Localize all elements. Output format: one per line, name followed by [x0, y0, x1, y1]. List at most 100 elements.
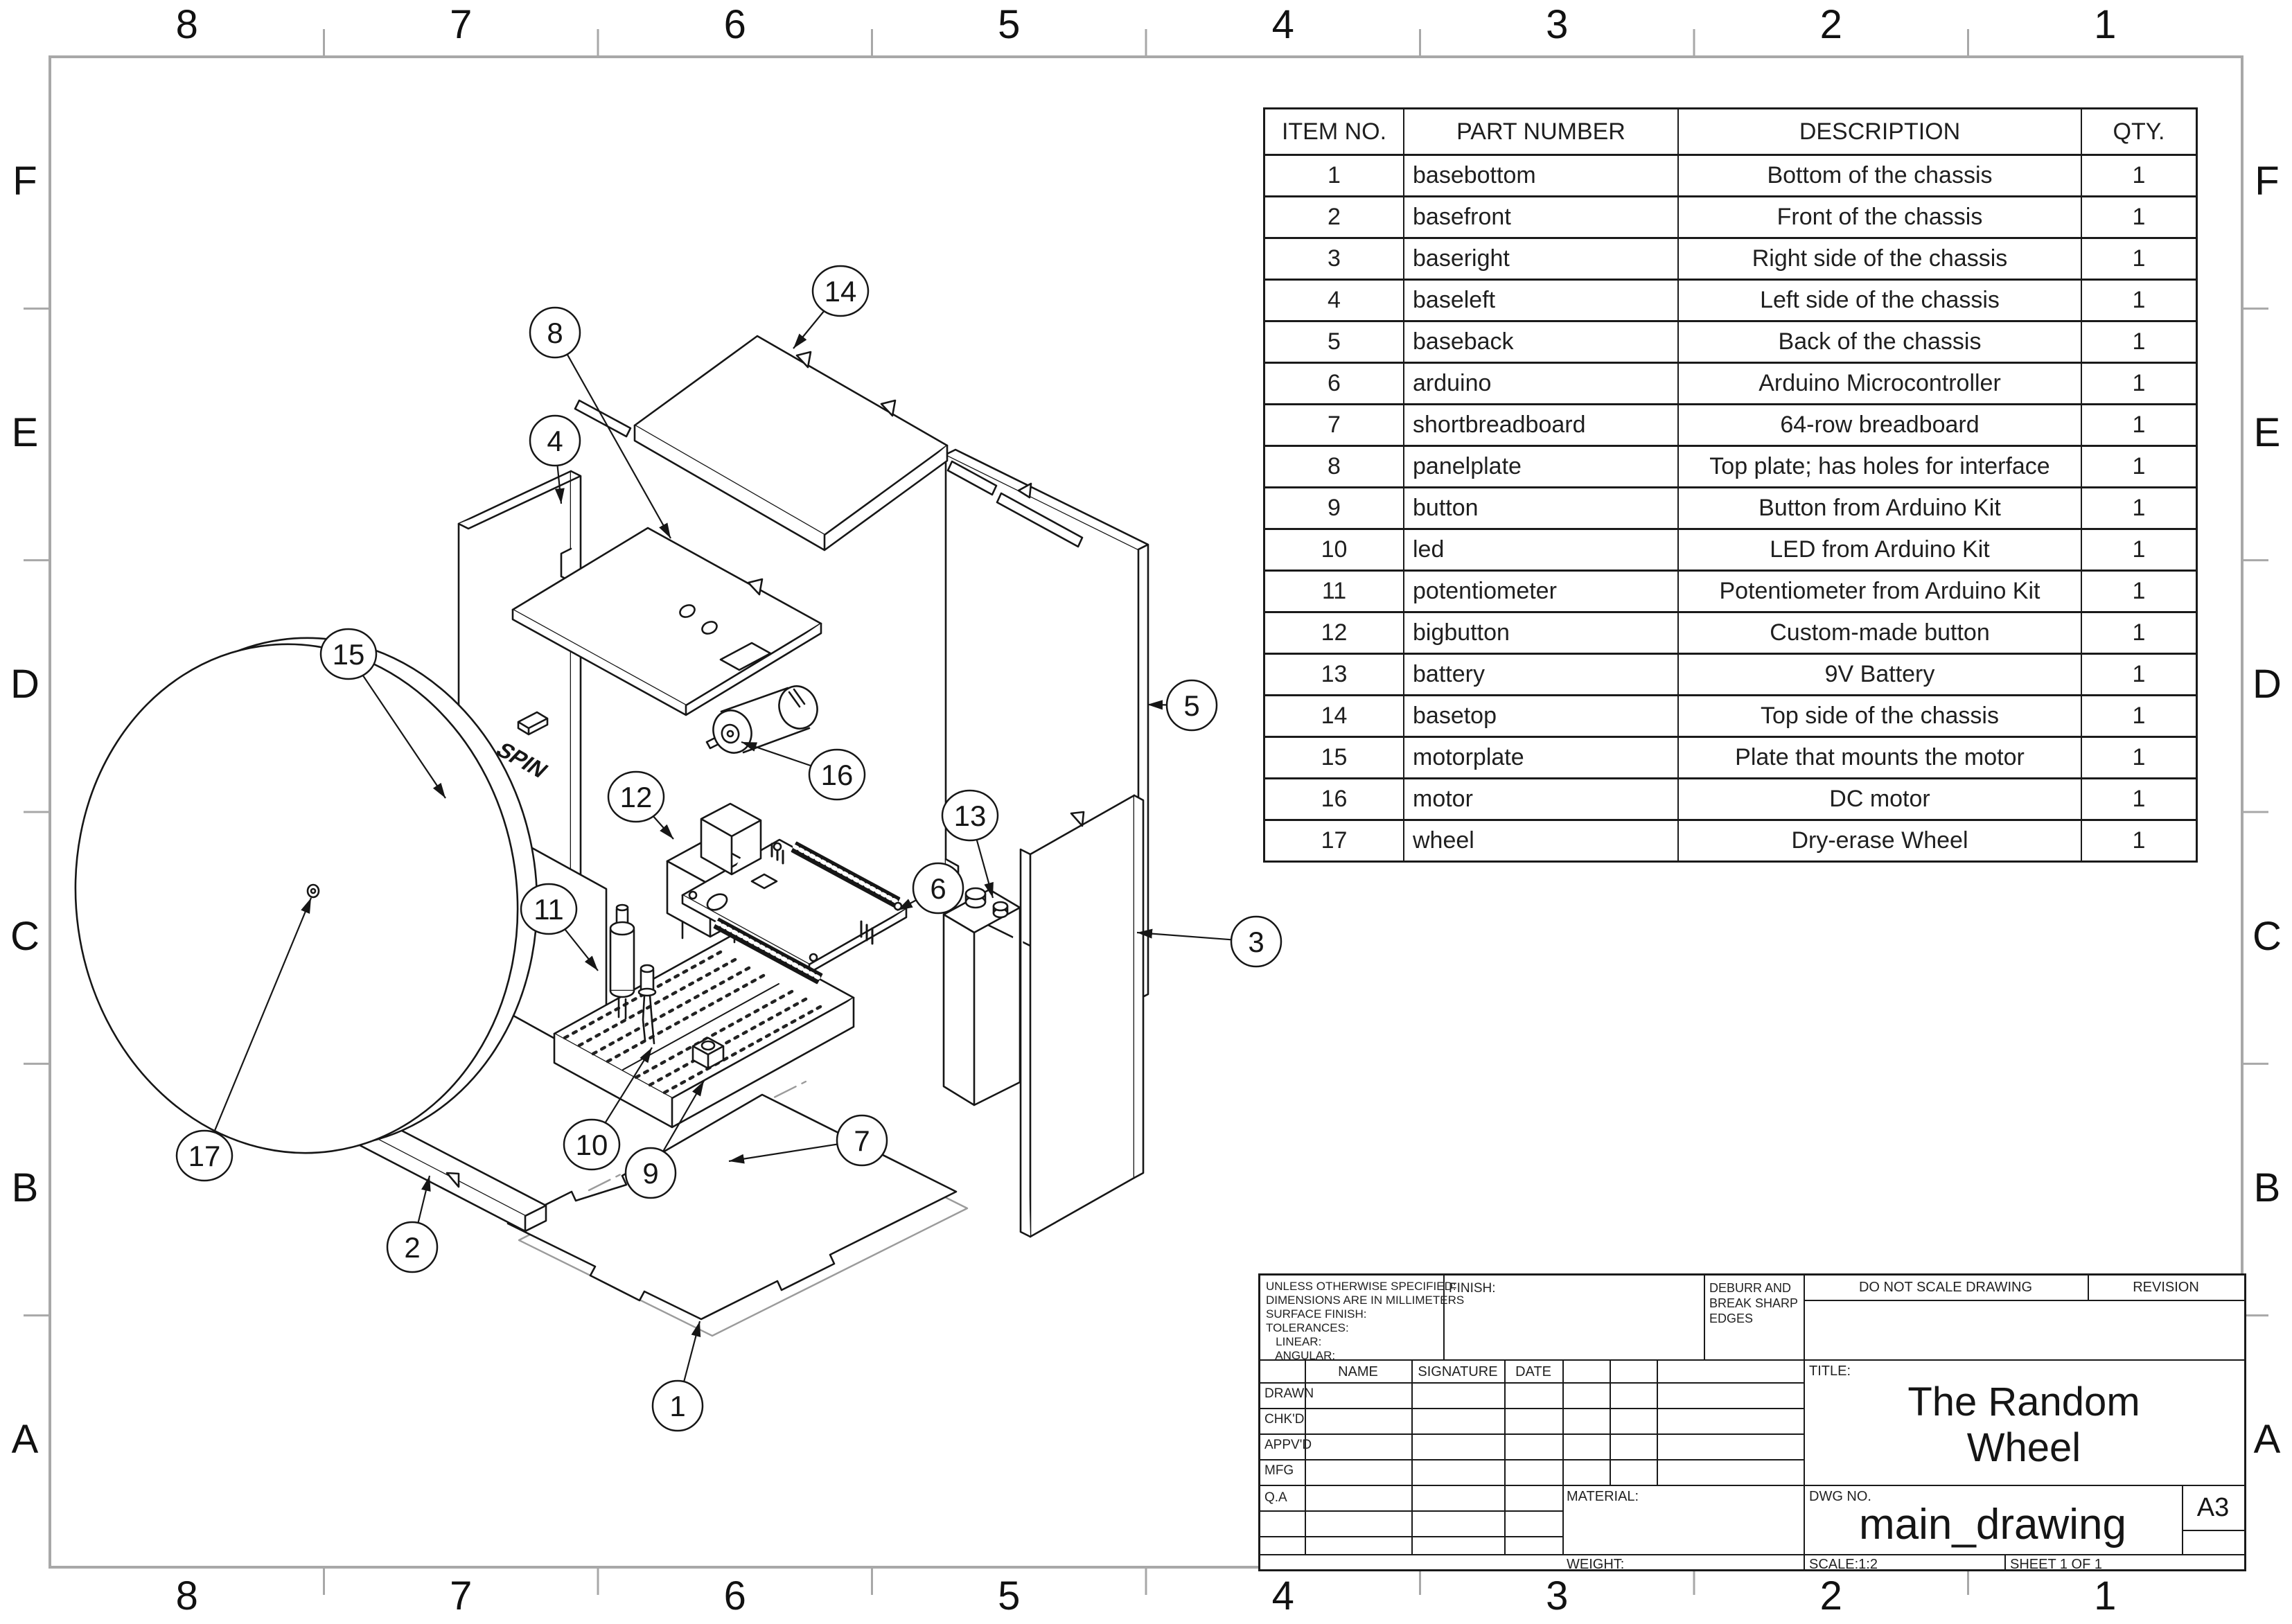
bom-header-cell: QTY.	[2081, 109, 2196, 154]
bom-cell: 14	[1321, 703, 1348, 729]
balloon-leader	[348, 653, 446, 799]
balloon-number: 4	[547, 425, 563, 457]
bom-cell: 1	[2081, 738, 2196, 777]
part-button	[691, 1036, 725, 1070]
part-basetop	[574, 335, 1084, 551]
bom-cell: LED from Arduino Kit	[1677, 530, 2081, 570]
zone-label: C	[2253, 913, 2282, 959]
bom-cell: 13	[1321, 661, 1348, 687]
bom-cell: baseleft	[1403, 281, 1677, 320]
material-label: MATERIAL:	[1567, 1489, 1639, 1504]
bom-header-cell: DESCRIPTION	[1677, 109, 2081, 154]
zone-label: 8	[175, 1573, 198, 1618]
balloon	[529, 414, 581, 467]
bom-cell: 9V Battery	[1677, 655, 2081, 694]
finish-label: FINISH:	[1449, 1281, 1496, 1296]
tolerance-note-line: UNLESS OTHERWISE SPECIFIED:	[1266, 1280, 1456, 1293]
bom-cell: wheel	[1403, 821, 1677, 860]
deburr-note-line: DEBURR AND	[1709, 1281, 1792, 1295]
bom-cell: 1	[2081, 239, 2196, 279]
bom-cell: 12	[1321, 619, 1348, 646]
balloon	[1165, 679, 1218, 732]
part-baseright	[1019, 794, 1145, 1238]
balloon	[836, 1114, 888, 1167]
balloon-number: 17	[188, 1140, 221, 1172]
mfg-row-label: MFG	[1264, 1463, 1294, 1478]
name-column-label: NAME	[1338, 1364, 1378, 1379]
balloon	[529, 306, 581, 359]
bom-cell: DC motor	[1677, 779, 2081, 819]
balloon-number: 8	[547, 317, 563, 349]
balloon-number: 7	[854, 1124, 870, 1157]
part-panelplate	[511, 527, 822, 716]
bom-cell: 2	[1328, 204, 1341, 230]
bom-cell: Dry-erase Wheel	[1677, 821, 2081, 860]
bom-cell: bigbutton	[1403, 613, 1677, 653]
drawing-title: The Random Wheel	[1907, 1379, 2140, 1470]
revision-label: REVISION	[2133, 1280, 2199, 1295]
zone-label: 5	[998, 2, 1021, 47]
zone-label: 3	[1546, 2, 1569, 47]
balloon-leader	[203, 897, 312, 1156]
bom-cell: 1	[2081, 821, 2196, 860]
part-motor	[705, 685, 818, 754]
tolerance-note-line: SURFACE FINISH:	[1266, 1307, 1367, 1321]
paper-size: A3	[2196, 1493, 2230, 1522]
balloon-number: 16	[821, 759, 854, 791]
bom-cell: 1	[2081, 364, 2196, 403]
balloon-number: 13	[954, 800, 987, 832]
bom-cell: 7	[1328, 412, 1341, 438]
zone-label: D	[2253, 662, 2282, 707]
bom-cell: 1	[2081, 281, 2196, 320]
bom-cell: led	[1403, 530, 1677, 570]
balloon-number: 5	[1183, 689, 1199, 722]
bom-cell: 3	[1328, 245, 1341, 272]
bom-cell: Button from Arduino Kit	[1677, 488, 2081, 528]
zone-label: D	[10, 662, 39, 707]
bom-cell: 6	[1328, 370, 1341, 396]
zone-label: C	[10, 913, 39, 959]
bom-cell: 1	[2081, 197, 2196, 237]
balloon	[319, 628, 378, 680]
bom-cell: Left side of the chassis	[1677, 281, 2081, 320]
zone-label: F	[12, 158, 37, 204]
bom-cell: 11	[1321, 578, 1347, 604]
bom-cell: Back of the chassis	[1677, 322, 2081, 362]
part-wheel	[74, 637, 538, 1154]
zone-label: 2	[1819, 1573, 1842, 1618]
zone-label: 8	[175, 2, 198, 47]
bom-cell: Front of the chassis	[1677, 197, 2081, 237]
bom-cell: 10	[1321, 536, 1348, 563]
bom-cell: 1	[2081, 572, 2196, 611]
zone-label: A	[11, 1417, 39, 1463]
bom-cell: 64-row breadboard	[1677, 405, 2081, 445]
do-not-scale-note: DO NOT SCALE DRAWING	[1858, 1280, 2033, 1295]
zone-label: 4	[1271, 2, 1294, 47]
bom-cell: 16	[1321, 786, 1348, 812]
bom-cell: 1	[2081, 488, 2196, 528]
balloon	[386, 1221, 439, 1273]
bom-cell: 1	[2081, 613, 2196, 653]
zone-label: 3	[1546, 1573, 1569, 1618]
bom-cell: battery	[1403, 655, 1677, 694]
bom-cell: shortbreadboard	[1403, 405, 1677, 445]
part-arduino	[681, 802, 908, 985]
date-column-label: DATE	[1515, 1364, 1551, 1379]
balloon	[563, 1118, 621, 1171]
part-potentiometer	[609, 903, 635, 1020]
balloon-number: 9	[642, 1157, 658, 1190]
bom-cell: 1	[2081, 655, 2196, 694]
